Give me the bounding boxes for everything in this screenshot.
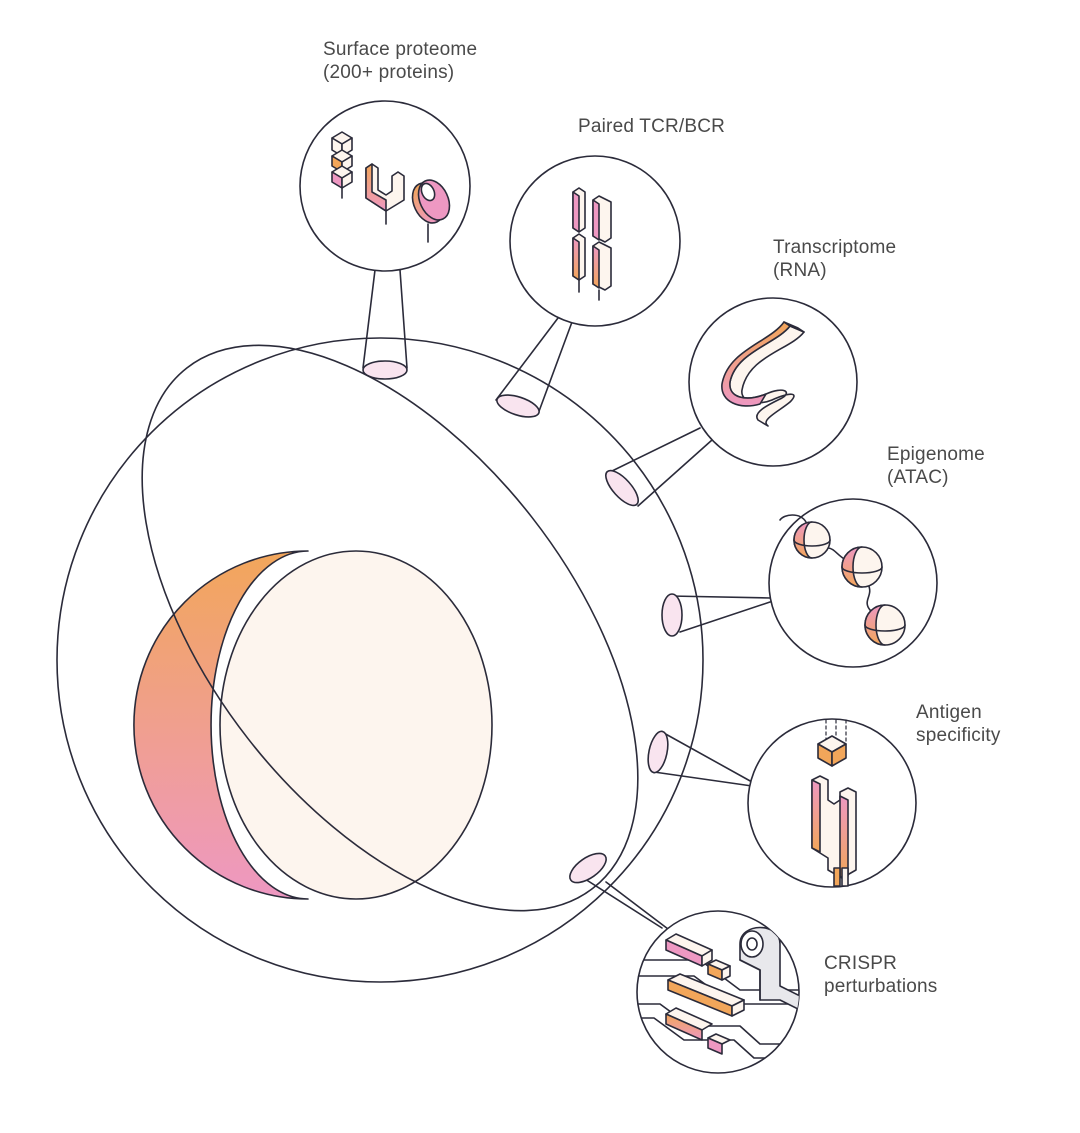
label-line: Transcriptome (773, 237, 897, 258)
label-line: (RNA) (773, 260, 827, 281)
label-line: Paired TCR/BCR (578, 116, 726, 137)
label-transcriptome: Transcriptome (RNA) (773, 236, 896, 282)
label-paired-tcr-bcr: Paired TCR/BCR (578, 115, 725, 138)
callout-transcriptome (605, 297, 858, 507)
nucleus (133, 550, 493, 900)
cell-membrane (56, 337, 704, 983)
label-crispr-perturbations: CRISPR perturbations (824, 952, 938, 998)
label-line: Antigen (916, 702, 982, 723)
label-antigen-specificity: Antigen specificity (916, 701, 1001, 747)
callout-surface-proteome (299, 100, 471, 380)
callout-antigen-specificity (647, 718, 917, 888)
label-line: (ATAC) (887, 467, 949, 488)
label-line: Epigenome (887, 444, 985, 465)
label-line: Surface proteome (323, 39, 478, 60)
label-line: perturbations (824, 976, 938, 997)
label-line: (200+ proteins) (323, 62, 455, 83)
label-line: specificity (916, 725, 1001, 746)
label-epigenome: Epigenome (ATAC) (887, 443, 985, 489)
callout-paired-tcr-bcr (495, 155, 681, 418)
callout-epigenome (661, 498, 938, 668)
label-line: CRISPR (824, 953, 897, 974)
cell-inner-ellipse (141, 344, 639, 912)
label-surface-proteome: Surface proteome (200+ proteins) (323, 38, 477, 84)
callout-crispr (569, 852, 800, 1074)
